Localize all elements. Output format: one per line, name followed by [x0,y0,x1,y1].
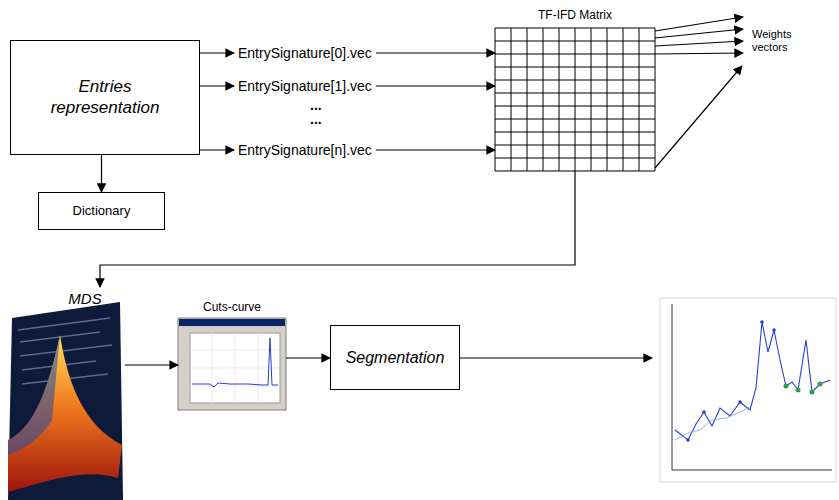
cuts-curve-line [192,338,278,387]
chart-x-axis [672,470,832,471]
weights-arrow [655,29,743,38]
logo-line [18,318,110,330]
node-text: EntrySignature[n].vec [238,142,372,159]
node-text: Cuts-curve [203,300,261,314]
chart-frame [660,298,836,482]
node-text: MDS [68,290,101,308]
weights-arrow [655,17,743,31]
node-text: Segmentation [346,348,445,367]
flow-arrow [286,357,330,358]
flow-arrow [376,52,495,53]
screenshot-window [178,318,286,410]
weights-arrow [655,41,743,46]
node-text: Dictionary [73,203,131,219]
flow-arrow [200,52,234,53]
chart-point [772,328,776,332]
logo-line [20,345,112,356]
weights-arrows [655,17,743,168]
vector-file: EntrySignature[0].vec [234,44,376,62]
chart-point [818,382,823,387]
screenshot-titlebar [179,319,285,326]
screenshot-figure: Cuts-curve [178,300,286,412]
chart-points-blue [686,320,776,442]
grid-line [212,333,213,403]
node-text: TF-IFD Matrix [538,8,612,22]
flow-arrow [200,149,234,150]
node-text: EntrySignature[1].vec [238,78,372,95]
vector-file: EntrySignature[n].vec [234,141,376,159]
chart-point [702,410,706,414]
matrix-block: TF-IFD Matrix [495,8,655,171]
node-text: Entries representation [26,77,184,118]
matrix-grid [495,28,655,171]
chart-series-2 [675,406,752,440]
chart-point [686,438,690,442]
tool-figure: MDS [45,287,125,500]
flow-arrow [376,149,495,150]
node-text: EntrySignature[0].vec [238,45,372,62]
result-arrow [460,357,652,358]
grid-line [235,333,236,403]
chart-points [784,382,823,395]
process-box: Entries representation [10,40,200,155]
chart-point [784,384,789,389]
logo-panel [8,302,123,500]
weights-arrow [655,53,743,54]
flow-arrow [125,364,178,365]
chart-point [760,320,764,324]
chart-y-axis [672,304,673,470]
weights-arrow [655,66,742,168]
flow-arrow [101,155,102,192]
output-label: Weights vectors [752,28,810,53]
chart-point [738,400,742,404]
screenshot-plot [190,333,280,403]
dictionary-box: Dictionary [38,192,165,230]
ellipsis: ... [310,97,322,113]
process-box: Segmentation [330,325,460,390]
vector-file: EntrySignature[1].vec [234,77,376,95]
flow-arrow [200,85,234,86]
screenshot-grid [190,333,280,403]
chart-point [796,388,801,393]
ellipsis: ... [310,111,322,127]
logo-membrane-shade [8,335,60,455]
matrix-ground [495,28,655,171]
chart-point [810,390,815,395]
flow-arrow [100,171,575,287]
grid-line [258,333,259,403]
logo-membrane [8,335,122,492]
chart-series [675,322,830,440]
flow-arrow [376,85,495,86]
